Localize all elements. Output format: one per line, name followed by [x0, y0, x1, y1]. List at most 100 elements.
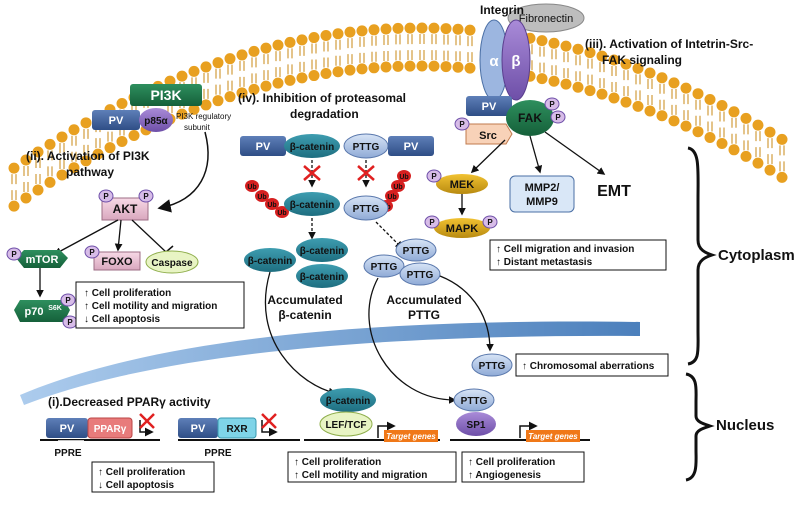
acc-bcat-1: [296, 238, 348, 262]
phospho-label: P: [143, 192, 149, 201]
s6k-label: S6K: [48, 305, 62, 312]
lipid-head: [320, 30, 332, 42]
lipid-head: [32, 184, 44, 196]
pttg-label: PTTG: [353, 142, 380, 153]
lipid-head: [704, 131, 716, 143]
lipid-head: [332, 28, 344, 40]
mtor-box: [16, 250, 68, 268]
lipid-head: [260, 42, 272, 54]
lipid-head: [260, 80, 272, 92]
lipid-head: [44, 138, 56, 150]
rxr-box: [217, 417, 257, 439]
phospho-label: P: [67, 318, 73, 327]
ubiquitin-label: Ub: [387, 194, 396, 201]
pv-label: PV: [60, 423, 75, 435]
pv-label: PV: [256, 141, 271, 153]
pv-box-rxr: [178, 418, 218, 438]
phospho-label: P: [65, 296, 71, 305]
ubiquitin-shape: [255, 190, 269, 202]
lipid-head: [620, 58, 632, 70]
bcat-effects-box: [287, 451, 457, 483]
lipid-head: [572, 81, 584, 93]
lipid-head: [272, 77, 284, 89]
foxo-label: FOXO: [101, 256, 133, 268]
nucleus-label: Nucleus: [716, 417, 774, 434]
lipid-head: [596, 88, 608, 100]
lipid-head: [56, 169, 68, 181]
lipid-head: [704, 93, 716, 105]
lipid-head: [200, 99, 212, 111]
ubiquitin-shape: [385, 190, 399, 202]
ubiquitin-label: Ub: [247, 184, 256, 191]
lef-tcf-label: LEF/TCF: [325, 420, 366, 431]
lipid-head: [752, 157, 764, 169]
section-ii-title-2: pathway: [66, 165, 114, 179]
src-label: Src: [479, 130, 497, 142]
lipid-head: [632, 100, 644, 112]
lipid-head: [236, 87, 248, 99]
target-genes-label: Target genes: [528, 432, 578, 441]
lipid-head: [248, 83, 260, 95]
lipid-head: [428, 60, 440, 72]
fibronectin-label: Fibronectin: [519, 13, 573, 25]
akt-foxo-arrow: [114, 219, 123, 252]
lipid-head: [464, 62, 476, 74]
emt-label: EMT: [597, 183, 631, 200]
phospho-label: P: [11, 250, 17, 259]
pv-label: PV: [191, 423, 206, 435]
lipid-head: [740, 150, 752, 162]
pttg-label: PTTG: [403, 246, 430, 257]
cross-icon: [303, 165, 321, 181]
lipid-head: [272, 39, 284, 51]
lipid-head: [728, 106, 740, 118]
phospho-label: P: [429, 218, 435, 227]
lipid-head: [584, 85, 596, 97]
mtor-label: mTOR: [26, 254, 59, 266]
lipid-head: [8, 162, 20, 174]
lipid-head: [620, 96, 632, 108]
lipid-head: [548, 37, 560, 49]
migration-effect-1: ↑ Cell migration and invasion: [496, 244, 634, 255]
lipid-head: [80, 117, 92, 129]
lipid-head: [344, 26, 356, 38]
acc-bcat-3: [296, 264, 348, 288]
lipid-head: [176, 108, 188, 120]
lipid-head: [224, 91, 236, 103]
section-iii-title-1: (iii). Activation of Intetrin-Src-: [585, 37, 753, 51]
sp1-shape: [456, 412, 496, 436]
bcat-to-nucleus-arrow: [264, 271, 337, 396]
lipid-head: [20, 192, 32, 204]
accum-bcat-2: β-catenin: [278, 308, 331, 322]
lipid-head: [356, 25, 368, 37]
p85-shape: [139, 108, 173, 132]
ppar-effect-1: ↑ Cell proliferation: [98, 467, 185, 478]
lipid-head: [392, 60, 404, 72]
chromosomal-box: [515, 353, 669, 377]
lipid-head: [380, 23, 392, 35]
pi3k-box: [130, 84, 202, 106]
bcat-effect-2: ↑ Cell motility and migration: [294, 470, 427, 481]
lipid-head: [644, 105, 656, 117]
section-iv-title-2: degradation: [290, 107, 359, 121]
lipid-head: [608, 54, 620, 66]
lipid-head: [560, 78, 572, 90]
pttg-effect-2: ↑ Angiogenesis: [468, 470, 541, 481]
target-genes-box: [526, 430, 580, 442]
nuclear-envelope: [20, 321, 640, 405]
cross-icon: [357, 165, 375, 181]
lipid-head: [656, 72, 668, 84]
ubiquitin-label: Ub: [257, 194, 266, 201]
lipid-head: [452, 61, 464, 73]
ppar-box: [87, 417, 133, 439]
lipid-head: [452, 23, 464, 35]
phospho-label: P: [487, 218, 493, 227]
pi3k-sub-2: subunit: [184, 123, 211, 132]
ubiquitin-label: Ub: [277, 210, 286, 217]
lipid-head: [368, 24, 380, 36]
src-box: [465, 123, 513, 145]
lipid-head: [668, 115, 680, 127]
pttg-accum-arrow: [375, 221, 404, 250]
lipid-head: [608, 92, 620, 104]
tss-arrow: [377, 421, 396, 438]
nucleus-brace: [685, 372, 715, 482]
